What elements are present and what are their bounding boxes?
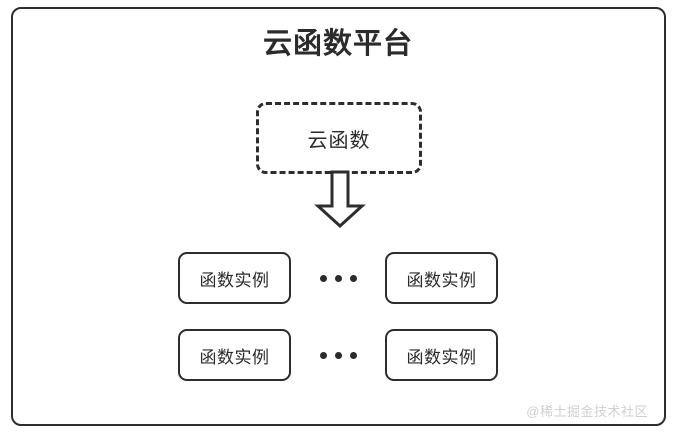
function-instance-label: 函数实例 <box>199 270 270 290</box>
function-instance-box[interactable]: 函数实例 <box>385 329 498 381</box>
instance-row: 函数实例 函数实例 <box>0 329 676 381</box>
function-instance-box[interactable]: 函数实例 <box>385 252 498 304</box>
function-instance-label: 函数实例 <box>406 347 477 367</box>
function-instance-label: 函数实例 <box>199 347 270 367</box>
cloud-function-node: 云函数 <box>256 102 422 174</box>
watermark: @稀土掘金技术社区 <box>526 404 648 419</box>
ellipsis-dot <box>319 351 327 359</box>
function-instance-box[interactable]: 函数实例 <box>178 329 291 381</box>
ellipsis-dot <box>334 274 342 282</box>
ellipsis-dot <box>334 351 342 359</box>
ellipsis-icon <box>291 351 385 359</box>
cloud-function-label: 云函数 <box>307 129 371 152</box>
function-instance-box[interactable]: 函数实例 <box>178 252 291 304</box>
down-arrow-icon <box>312 170 368 229</box>
function-instance-label: 函数实例 <box>406 270 477 290</box>
ellipsis-dot <box>319 274 327 282</box>
page-title: 云函数平台 <box>262 28 413 60</box>
ellipsis-icon <box>291 274 385 282</box>
ellipsis-dot <box>349 351 357 359</box>
ellipsis-dot <box>349 274 357 282</box>
instance-row: 函数实例 函数实例 <box>0 252 676 304</box>
